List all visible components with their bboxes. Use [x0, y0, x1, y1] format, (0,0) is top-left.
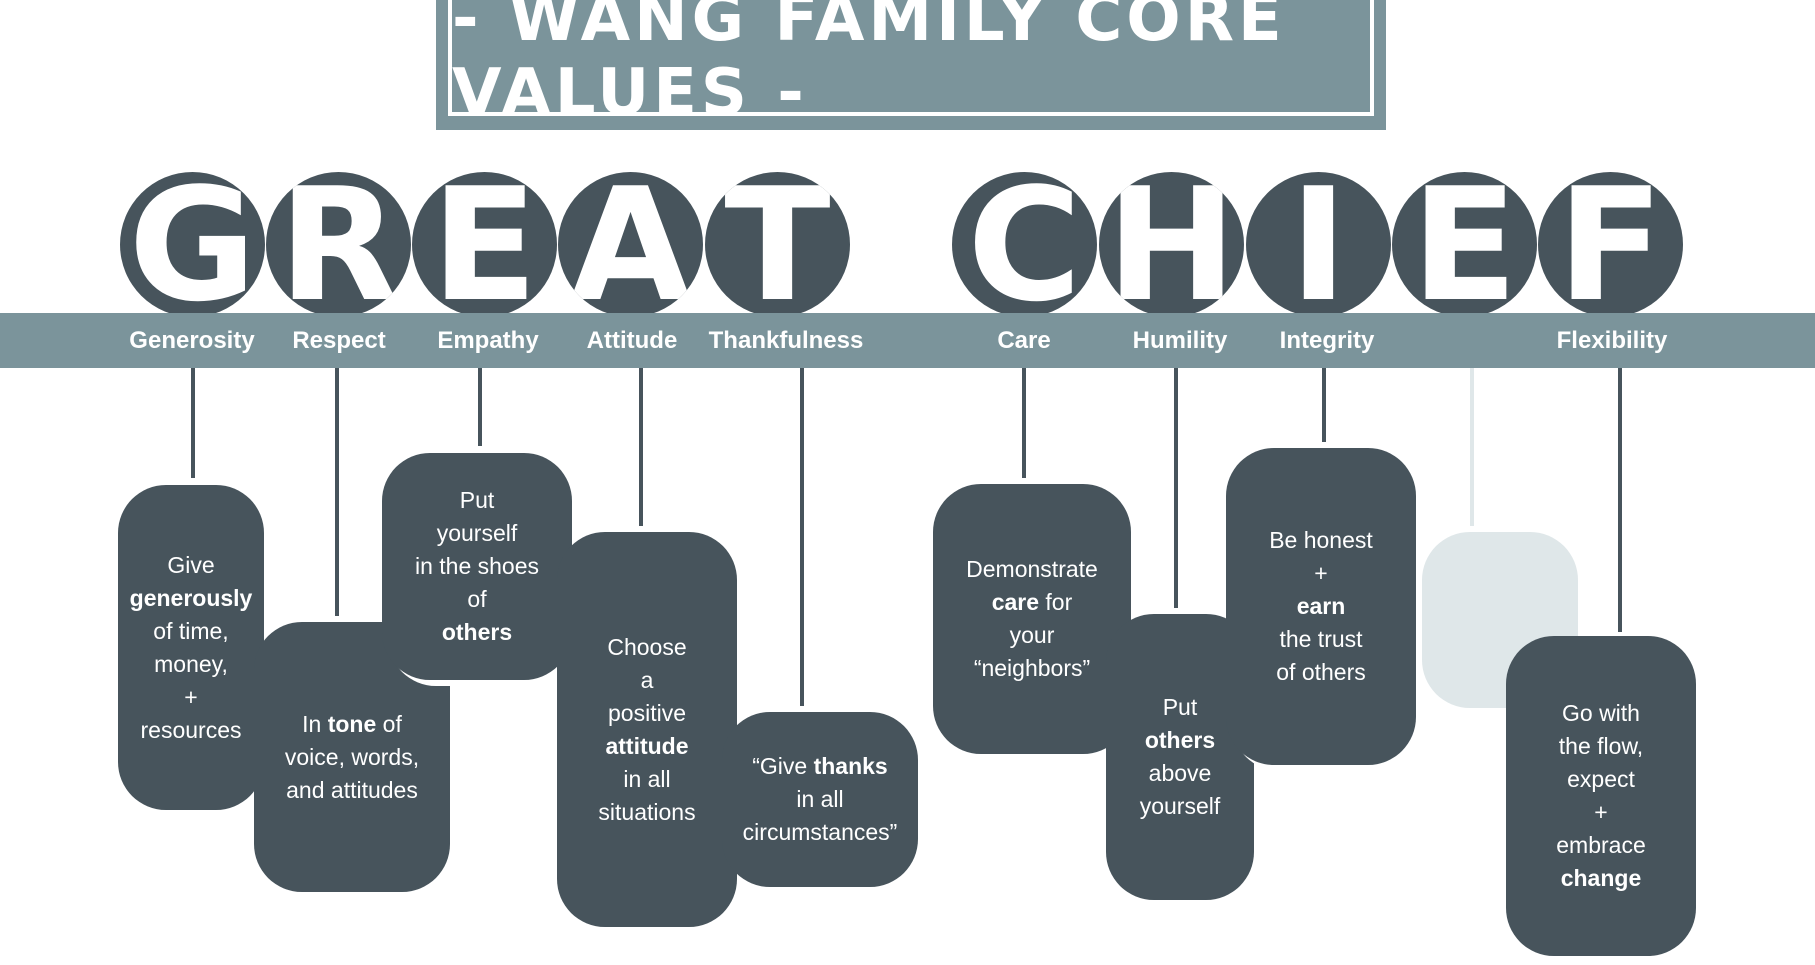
card-line: change: [1556, 862, 1645, 895]
card-line: in the shoes: [414, 553, 540, 579]
card-line: others: [1140, 724, 1221, 757]
letter-circle-c: C: [952, 172, 1097, 317]
card-line: the flow,: [1558, 733, 1644, 759]
value-card-care: Demonstrate care for your “neighbors”: [933, 484, 1131, 754]
card-line: attitude: [598, 730, 695, 763]
card-line: “neighbors”: [973, 655, 1091, 681]
connector-empty: [1470, 368, 1474, 526]
card-line: Put: [1162, 694, 1198, 720]
card-text: Put others above yourself: [1140, 691, 1221, 823]
card-line: Be honest: [1269, 527, 1373, 553]
value-card-integrity: Be honest + earn the trust of others: [1226, 448, 1416, 765]
letter-circle-a: A: [558, 172, 703, 317]
value-label-flexibility: Flexibility: [1556, 327, 1668, 354]
card-line: yourself: [436, 520, 518, 546]
card-line: yourself: [1139, 793, 1221, 819]
values-band: [0, 313, 1815, 368]
connector-humility: [1174, 368, 1178, 608]
value-card-flexibility: Go with the flow, expect + embrace change: [1506, 636, 1696, 956]
card-text: Give generously of time, money, + resources: [130, 549, 253, 747]
card-text: Put yourself in the shoes of others: [415, 484, 539, 649]
card-line: of: [467, 586, 487, 612]
card-line: your: [1009, 622, 1055, 648]
connector-flexibility: [1618, 368, 1622, 632]
card-line: of others: [1276, 659, 1366, 685]
value-card-thankfulness: “Give thanks in all circumstances”: [722, 712, 918, 887]
value-label-empathy: Empathy: [437, 327, 539, 354]
value-card-empathy: Put yourself in the shoes of others: [382, 453, 572, 680]
emphasis-word: generously: [129, 584, 253, 611]
emphasis-word: change: [1560, 865, 1642, 891]
card-line: others: [415, 616, 539, 649]
value-label-respect: Respect: [292, 327, 386, 354]
card-text: In tone of voice, words, and attitudes: [285, 708, 419, 807]
connector-empathy: [478, 368, 482, 446]
letter-circle-t: T: [705, 172, 850, 317]
card-line: voice, words,: [284, 743, 420, 770]
connector-generosity: [191, 368, 195, 478]
letter-circle-e: E: [412, 172, 557, 317]
card-line: Demonstrate: [966, 556, 1098, 582]
card-line: “Give thanks: [752, 753, 888, 779]
page-title: - WANG FAMILY CORE VALUES -: [448, 0, 1374, 130]
card-line: Go with: [1562, 700, 1640, 726]
card-line: +: [1314, 560, 1328, 586]
letter-circle-i: I: [1246, 172, 1391, 317]
card-line: expect: [1567, 766, 1635, 792]
card-line: circumstances”: [742, 819, 898, 845]
card-line: care for: [991, 589, 1073, 615]
card-line: and attitudes: [286, 776, 418, 803]
value-card-generosity: Give generously of time, money, + resources: [118, 485, 264, 810]
card-line: resources: [140, 716, 242, 743]
connector-care: [1022, 368, 1026, 478]
emphasis-word: others: [441, 619, 513, 645]
card-line: +: [1594, 799, 1608, 825]
connector-thankfulness: [800, 368, 804, 706]
card-line: money,: [154, 650, 228, 677]
connector-respect: [335, 368, 339, 616]
card-line: positive: [608, 699, 686, 726]
card-line: in all: [796, 786, 844, 812]
card-text: Demonstrate care for your “neighbors”: [966, 553, 1098, 685]
title-banner: - WANG FAMILY CORE VALUES -: [436, 0, 1386, 130]
emphasis-word: earn: [1296, 593, 1346, 619]
card-line: Give: [167, 551, 215, 578]
card-text: Choose a positive attitude in all situations: [598, 631, 695, 829]
card-line: the trust: [1279, 626, 1363, 652]
letter-circle-h: H: [1099, 172, 1244, 317]
card-line: +: [184, 683, 198, 710]
card-line: Put: [459, 487, 495, 513]
card-line: of time,: [153, 617, 229, 644]
value-label-humility: Humility: [1132, 327, 1228, 354]
card-text: Be honest + earn the trust of others: [1269, 524, 1373, 689]
value-label-care: Care: [997, 327, 1051, 354]
value-label-integrity: Integrity: [1279, 327, 1375, 354]
card-line: Choose: [607, 633, 687, 660]
letter-circle-g: G: [120, 172, 265, 317]
emphasis-word: tone: [327, 710, 377, 737]
letter-circle-r: R: [266, 172, 411, 317]
card-line: above: [1148, 760, 1212, 786]
value-card-attitude: Choose a positive attitude in all situations: [557, 532, 737, 927]
emphasis-word: thanks: [813, 753, 888, 779]
value-label-attitude: Attitude: [586, 327, 678, 354]
emphasis-word: others: [1144, 727, 1216, 753]
card-line: In tone of: [302, 710, 402, 737]
connector-attitude: [639, 368, 643, 526]
card-line: earn: [1269, 590, 1373, 623]
card-line: generously: [130, 582, 253, 615]
value-label-generosity: Generosity: [129, 327, 255, 354]
card-line: situations: [598, 798, 696, 825]
card-line: a: [640, 666, 654, 693]
emphasis-word: care: [991, 589, 1040, 615]
letter-circle-f: F: [1538, 172, 1683, 317]
value-label-thankfulness: Thankfulness: [708, 327, 864, 354]
letter-circle-e2: E: [1392, 172, 1537, 317]
card-text: “Give thanks in all circumstances”: [743, 750, 898, 849]
card-text: Go with the flow, expect + embrace change: [1556, 697, 1645, 895]
connector-integrity: [1322, 368, 1326, 442]
card-line: embrace: [1556, 832, 1646, 858]
card-line: in all: [623, 765, 671, 792]
emphasis-word: attitude: [605, 732, 689, 759]
